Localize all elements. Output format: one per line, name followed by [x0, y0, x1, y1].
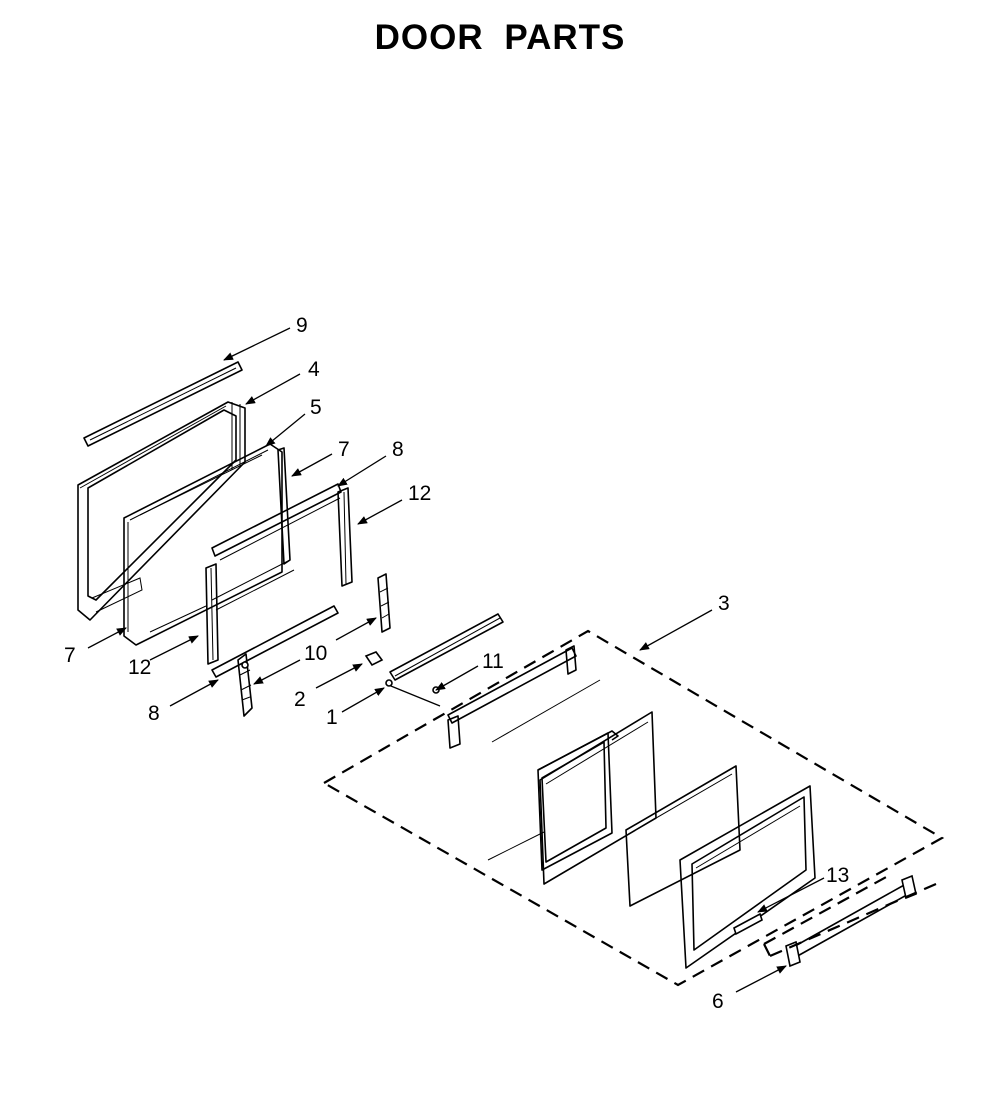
- leader-lines: [87, 327, 825, 993]
- callout-12-lower: 12: [128, 656, 151, 679]
- part-2-bolt: [364, 651, 384, 667]
- callout-12-upper: 12: [408, 482, 431, 505]
- part-7-glass-retainer-upper: [277, 447, 291, 565]
- part-8-retainer-bar-lower: [211, 605, 339, 678]
- part-9-vent-strip: [83, 361, 243, 447]
- callout-2: 2: [294, 688, 306, 711]
- callout-7-upper: 7: [338, 438, 350, 461]
- part-4-inner-door-frame: [77, 401, 246, 621]
- callout-4: 4: [308, 358, 320, 381]
- callout-8-upper: 8: [392, 438, 404, 461]
- callout-6: 6: [712, 990, 724, 1013]
- part-5-door-glass: [123, 443, 283, 646]
- callout-3: 3: [718, 592, 730, 615]
- part-10-hinge-left: [237, 653, 253, 717]
- callout-10: 10: [304, 642, 327, 665]
- callout-9: 9: [296, 314, 308, 337]
- callout-11: 11: [482, 650, 504, 673]
- callout-labels: 9 4 5 7 8 12 7 12 10 8 2 1 11 3 13 6: [64, 314, 849, 1013]
- callout-5: 5: [310, 396, 322, 419]
- part-8-retainer-bar-upper: [211, 483, 342, 561]
- callout-8-lower: 8: [148, 702, 160, 725]
- callout-1: 1: [326, 706, 338, 729]
- part-3-outer-door-assembly: [321, 629, 945, 987]
- callout-7-lower: 7: [64, 644, 76, 667]
- page-title: DOOR PARTS: [374, 18, 626, 57]
- part-12-side-channel-right: [337, 487, 353, 587]
- part-12-side-channel-left: [205, 563, 219, 665]
- part-10-hinge-right: [377, 573, 391, 633]
- inner-frame-outline: [149, 559, 295, 633]
- callout-13: 13: [826, 864, 849, 887]
